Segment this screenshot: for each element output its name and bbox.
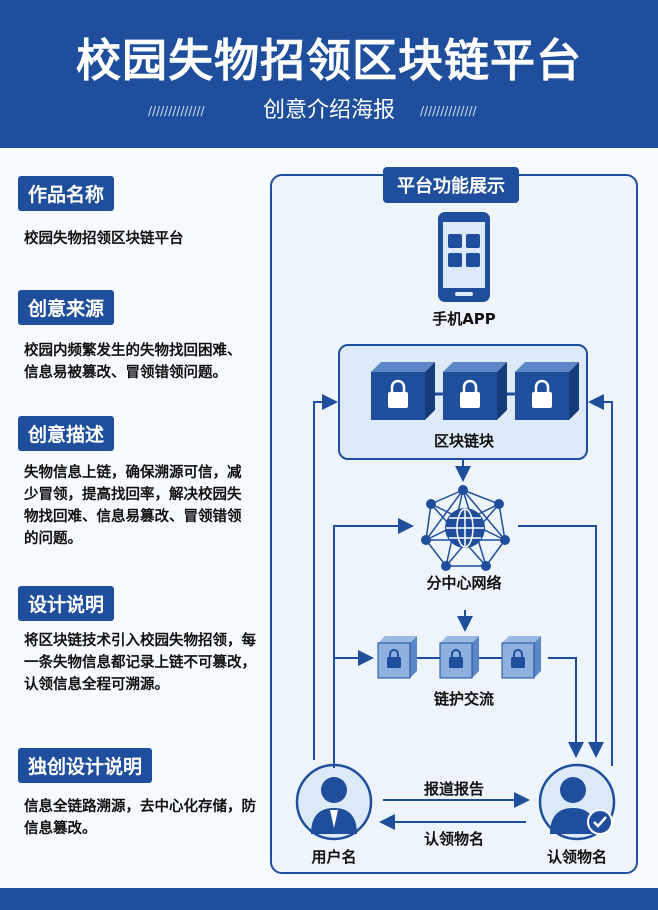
decorative-stripes-right: ////////////// <box>420 104 477 118</box>
phone-icon <box>438 212 490 302</box>
claimer-avatar-icon <box>538 763 616 841</box>
claimer-label: 认领物名 <box>546 848 607 866</box>
section-label-original: 独创设计说明 <box>18 748 153 783</box>
exchange-cubes-icon <box>377 636 541 679</box>
arrow-left-label: 认领物名 <box>423 830 484 848</box>
network-globe-icon <box>421 485 510 571</box>
section-text-description: 失物信息上链，确保溯源可信，减少冒领，提高找回率，解决校园失物找回难、信息易篡改… <box>24 465 242 547</box>
section-text-original: 信息全链路溯源，去中心化存储，防信息篡改。 <box>24 799 256 837</box>
section-label-description: 创意描述 <box>18 416 115 451</box>
blockchain-label: 区块链块 <box>433 432 494 450</box>
poster-title: 校园失物招领区块链平台 <box>75 34 582 87</box>
section-text-design: 将区块链技术引入校园失物招领，每一条失物信息都记录上链不可篡改，认领信息全程可溯… <box>24 633 256 693</box>
blockchain-cubes-icon <box>371 362 579 420</box>
network-label: 分中心网络 <box>426 574 502 592</box>
section-label-name: 作品名称 <box>18 176 115 211</box>
user-avatar-icon <box>295 763 373 841</box>
footer-bar <box>0 888 658 910</box>
poster-subtitle: 创意介绍海报 <box>262 98 395 123</box>
section-text-name: 校园失物招领区块链平台 <box>24 231 184 247</box>
section-text-source: 校园内频繁发生的失物找回困难、信息易被篡改、冒领错领问题。 <box>24 343 242 381</box>
exchange-label: 链护交流 <box>433 690 494 708</box>
section-label-design: 设计说明 <box>18 586 115 621</box>
flow-arrows <box>313 394 613 830</box>
decorative-stripes-left: ////////////// <box>148 104 205 118</box>
user-label: 用户名 <box>311 848 357 866</box>
panel-title: 平台功能展示 <box>383 167 519 203</box>
phone-label: 手机APP <box>432 310 496 328</box>
section-label-source: 创意来源 <box>18 290 115 325</box>
header-banner <box>0 0 658 148</box>
arrow-right-label: 报道报告 <box>423 780 484 798</box>
